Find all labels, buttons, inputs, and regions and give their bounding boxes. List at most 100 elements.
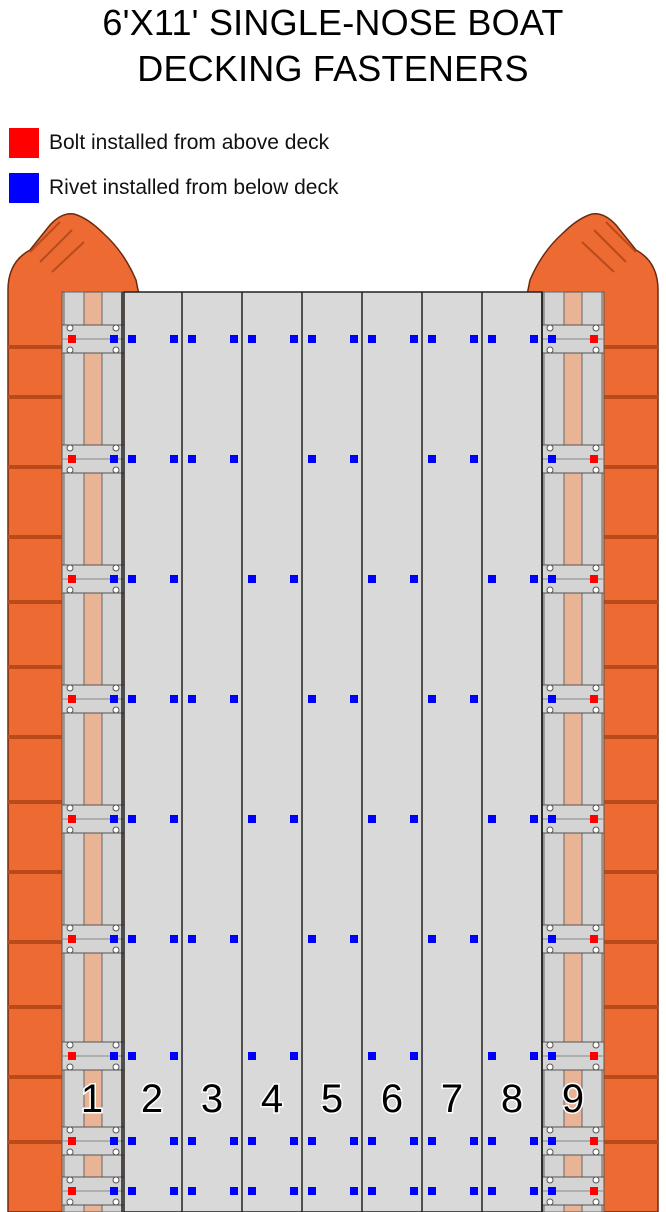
right-pontoon-band — [602, 735, 658, 739]
frame-bolt-hole — [112, 444, 120, 452]
bolt-marker — [68, 935, 76, 943]
frame-bolt-hole — [66, 924, 74, 932]
frame-bolt-hole — [112, 706, 120, 714]
left-pontoon-band — [8, 800, 64, 804]
frame-bolt-hole — [66, 684, 74, 692]
rivet-marker — [368, 1137, 376, 1145]
rivet-marker — [128, 455, 136, 463]
rivet-marker — [368, 575, 376, 583]
rivet-marker — [230, 335, 238, 343]
frame-bolt-hole — [546, 706, 554, 714]
rivet-marker — [470, 1137, 478, 1145]
rivet-marker — [128, 1187, 136, 1195]
rivet-marker — [470, 695, 478, 703]
deck-surface — [123, 291, 543, 1212]
rivet-marker — [230, 935, 238, 943]
rivet-marker — [188, 455, 196, 463]
frame-bolt-hole — [592, 684, 600, 692]
panel-number-5: 5 — [321, 1077, 343, 1121]
rivet-marker — [428, 1137, 436, 1145]
frame-bolt-hole — [546, 924, 554, 932]
bolt-marker — [590, 1187, 598, 1195]
frame-bolt-hole — [592, 586, 600, 594]
bolt-marker — [590, 335, 598, 343]
frame-bolt-hole — [546, 946, 554, 954]
rivet-marker — [170, 1137, 178, 1145]
frame-bolt-hole — [112, 324, 120, 332]
frame-bolt-hole — [546, 1063, 554, 1071]
rivet-marker — [530, 1187, 538, 1195]
right-nose-ridge — [593, 229, 627, 263]
left-pontoon-band — [8, 535, 64, 539]
rivet-marker — [350, 935, 358, 943]
rivet-marker — [308, 455, 316, 463]
rivet-marker — [188, 335, 196, 343]
legend-item-rivet: Rivet installed from below deck — [9, 173, 338, 203]
bolt-marker — [590, 1137, 598, 1145]
rivet-marker — [290, 1137, 298, 1145]
rivet-marker — [188, 1137, 196, 1145]
left-pontoon-band — [8, 465, 64, 469]
frame-bolt-hole — [592, 1063, 600, 1071]
bolt-marker — [590, 1052, 598, 1060]
frame-bolt-hole — [66, 1148, 74, 1156]
frame-bolt-hole — [592, 706, 600, 714]
frame-bolt-hole — [592, 804, 600, 812]
rivet-marker — [110, 935, 118, 943]
right-pontoon-band — [602, 1075, 658, 1079]
bolt-marker — [68, 1137, 76, 1145]
rivet-marker — [488, 1187, 496, 1195]
frame-bolt-hole — [546, 1126, 554, 1134]
frame-bolt-hole — [592, 324, 600, 332]
frame-bolt-hole — [112, 466, 120, 474]
rivet-marker — [290, 1187, 298, 1195]
bolt-marker — [68, 335, 76, 343]
left-nose-ridge — [51, 241, 85, 273]
frame-bolt-hole — [66, 1176, 74, 1184]
rivet-marker — [308, 1187, 316, 1195]
panel-number-3: 3 — [201, 1077, 223, 1121]
left-nose-ridge — [29, 221, 61, 253]
frame-bolt-hole — [112, 1126, 120, 1134]
rivet-marker — [428, 1187, 436, 1195]
left-pontoon-band — [8, 345, 64, 349]
rivet-marker — [368, 1052, 376, 1060]
frame-bolt-hole — [112, 1041, 120, 1049]
rivet-marker — [350, 1137, 358, 1145]
frame-bolt-hole — [66, 586, 74, 594]
right-pontoon-band — [602, 870, 658, 874]
rivet-marker — [230, 1187, 238, 1195]
page-title-line-1: 6'X11' SINGLE-NOSE BOAT — [102, 2, 564, 43]
frame-bolt-hole — [592, 1041, 600, 1049]
frame-bolt-hole — [66, 324, 74, 332]
panel-number-6: 6 — [381, 1077, 403, 1121]
rivet-marker — [548, 455, 556, 463]
rivet-marker — [350, 455, 358, 463]
rivet-marker — [530, 815, 538, 823]
panel-number-4: 4 — [261, 1077, 283, 1121]
frame-bolt-hole — [66, 1063, 74, 1071]
rivet-marker — [428, 935, 436, 943]
panel-number-1: 1 — [81, 1077, 103, 1121]
rivet-marker — [290, 575, 298, 583]
rivet-marker — [128, 1137, 136, 1145]
frame-bolt-hole — [592, 826, 600, 834]
right-frame-rail — [543, 291, 565, 1212]
rivet-marker — [488, 815, 496, 823]
bolt-marker — [68, 695, 76, 703]
frame-bolt-hole — [546, 1176, 554, 1184]
bolt-marker — [590, 455, 598, 463]
right-pontoon-band — [602, 345, 658, 349]
frame-bolt-hole — [546, 684, 554, 692]
left-pontoon-band — [8, 1140, 64, 1144]
frame-bolt-hole — [546, 826, 554, 834]
frame-bolt-hole — [592, 1148, 600, 1156]
left-pontoon-band — [8, 940, 64, 944]
frame-bolt-hole — [66, 1198, 74, 1206]
frame-bolt-hole — [546, 466, 554, 474]
rivet-marker — [488, 575, 496, 583]
rivet-marker — [188, 695, 196, 703]
right-nose-ridge — [605, 221, 637, 253]
frame-bolt-hole — [592, 346, 600, 354]
